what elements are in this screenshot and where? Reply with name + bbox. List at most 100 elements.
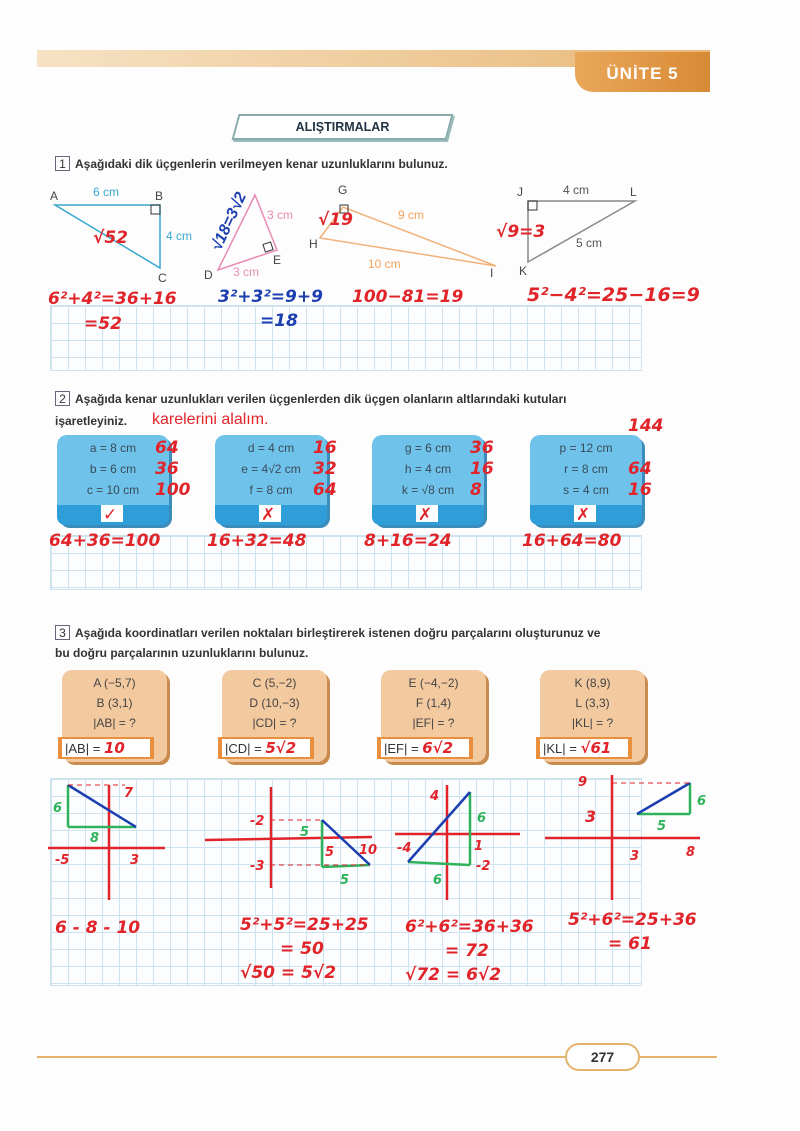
handwritten-square: 16 — [470, 459, 494, 479]
vertex-label: I — [490, 266, 493, 280]
right-triangle-checkbox[interactable] — [259, 505, 281, 522]
axis-label: -2 — [476, 859, 490, 874]
cross-mark: ✗ — [576, 505, 591, 525]
handwritten-square: 64 — [628, 459, 652, 479]
handwritten-work: = 50 — [280, 939, 324, 959]
handwritten-square: 32 — [313, 459, 337, 479]
vertex-label: C — [158, 271, 167, 285]
prompt-text: Aşağıdaki dik üçgenlerin verilmeyen kena… — [75, 157, 448, 171]
grid-area-3 — [50, 778, 642, 986]
handwritten-answer: √61 — [580, 739, 612, 757]
right-triangle-checkbox[interactable] — [101, 505, 123, 522]
triangles-figure: A B C 6 cm 4 cm D E 3 cm 3 cm G H I 9 cm… — [50, 183, 638, 285]
coordinate-text: L (3,3) — [575, 696, 610, 710]
coordinate-text: |KL| = ? — [571, 716, 614, 730]
right-triangle-checkbox[interactable] — [574, 505, 596, 522]
handwritten-square: 16 — [313, 438, 337, 458]
answer-field[interactable]: |EF| = 6√2 — [381, 739, 469, 757]
coordinate-text: E (−4,−2) — [408, 676, 459, 690]
right-triangle-checkbox[interactable] — [416, 505, 438, 522]
triangle-def — [216, 193, 278, 272]
side-label: 3 cm — [233, 265, 259, 279]
handwritten-square: 8 — [470, 480, 482, 500]
handwritten-sum: 16+64=80 — [522, 531, 622, 551]
axis-label: -5 — [55, 853, 69, 868]
side-length: g = 6 cm — [404, 441, 452, 455]
page-number: 277 — [565, 1043, 640, 1071]
cross-mark: ✗ — [418, 505, 433, 525]
axis-label: -2 — [250, 814, 264, 829]
handwritten-square: 64 — [155, 438, 179, 458]
coordinate-text: A (−5,7) — [93, 676, 136, 690]
coordinate-text: B (3,1) — [96, 696, 133, 710]
side-length: a = 8 cm — [89, 441, 137, 455]
handwritten-sum: 64+36=100 — [49, 531, 161, 551]
check-mark: ✓ — [103, 505, 118, 525]
handwritten-work: =18 — [260, 311, 298, 331]
handwritten-work: 6²+4²=36+16 — [48, 289, 177, 309]
handwritten-answer: √18=3√2 — [208, 190, 250, 254]
coordinate-text: |AB| = ? — [93, 716, 136, 730]
handwritten-answer: √19 — [318, 210, 353, 230]
coordinate-text: K (8,9) — [574, 676, 611, 690]
leg-label: 5 — [340, 873, 349, 888]
vertex-label: K — [519, 264, 527, 278]
handwritten-work: =52 — [84, 314, 122, 334]
right-angle-mark — [527, 200, 538, 211]
leg-label: 5 — [300, 825, 309, 840]
axis-label: 4 — [429, 789, 439, 804]
coordinate-text: D (10,−3) — [249, 696, 300, 710]
leg-label: 6 — [477, 811, 486, 826]
side-length: r = 8 cm — [564, 462, 608, 476]
header-bar — [37, 50, 710, 67]
side-length: p = 12 cm — [559, 441, 613, 455]
triangle-ghi — [318, 206, 497, 267]
handwritten-work: √72 = 6√2 — [405, 965, 502, 985]
coordinate-text: |EF| = ? — [412, 716, 455, 730]
leg-label: 6 — [697, 794, 706, 809]
leg-label: 8 — [90, 831, 99, 846]
axis-label: 3 — [630, 849, 639, 864]
leg-label: 6 — [53, 801, 62, 816]
coordinates-box: C (5,−2)D (10,−3)|CD| = ?|CD| = 5√2 — [218, 670, 327, 762]
handwritten-answer: √9=3 — [496, 222, 546, 242]
triangle-abc — [52, 204, 161, 270]
handwritten-work: 6²+6²=36+36 — [405, 917, 534, 937]
handwritten-work: 100−81=19 — [352, 287, 464, 307]
handwritten-answer: √52 — [93, 228, 128, 248]
handwritten-work: 5²+5²=25+25 — [240, 915, 369, 935]
leg-label: 5 — [657, 819, 666, 834]
handwritten-answer: 6√2 — [422, 739, 454, 757]
handwritten-work: 3²+3²=9+9 — [218, 287, 323, 307]
triangle-jkl — [527, 200, 638, 264]
vertex-label: J — [517, 185, 523, 199]
handwritten-square: 144 — [628, 416, 664, 436]
axis-label: 5 — [325, 845, 334, 860]
right-angle-mark — [339, 204, 349, 214]
answer-field[interactable]: |CD| = 5√2 — [222, 739, 310, 757]
coordinate-graphs: -5 3 7 6 8 5 10 -2 -3 5 5 -4 1 4 -2 6 6 … — [48, 775, 706, 900]
side-length: e = 4√2 cm — [241, 462, 301, 476]
handwritten-sum: 8+16=24 — [364, 531, 452, 551]
exercise-number: 3 — [55, 625, 70, 640]
graph-ef: -4 1 4 -2 6 6 — [395, 785, 520, 900]
exercise-3-prompt: 3 Aşağıda koordinatları verilen noktaları… — [55, 625, 600, 640]
axis-label: 1 — [474, 839, 483, 854]
side-label: 4 cm — [563, 183, 589, 197]
coordinate-text: C (5,−2) — [252, 676, 297, 690]
handwritten-square: 64 — [313, 480, 337, 500]
answer-field[interactable]: |AB| = 10 — [62, 739, 150, 757]
prompt-text: Aşağıda koordinatları verilen noktaları … — [75, 626, 601, 640]
vertex-label: B — [155, 189, 163, 203]
answer-field[interactable]: |KL| = √61 — [540, 739, 628, 757]
side-length: s = 4 cm — [563, 483, 609, 497]
leg-label: 6 — [433, 873, 442, 888]
triangle-sides-box: p = 12 cm r = 8 cm s = 4 cm ✗ — [530, 435, 642, 525]
handwritten-square: 100 — [155, 480, 191, 500]
side-label: 9 cm — [398, 208, 424, 222]
axis-label: 7 — [124, 786, 134, 801]
right-angle-mark — [262, 241, 274, 253]
